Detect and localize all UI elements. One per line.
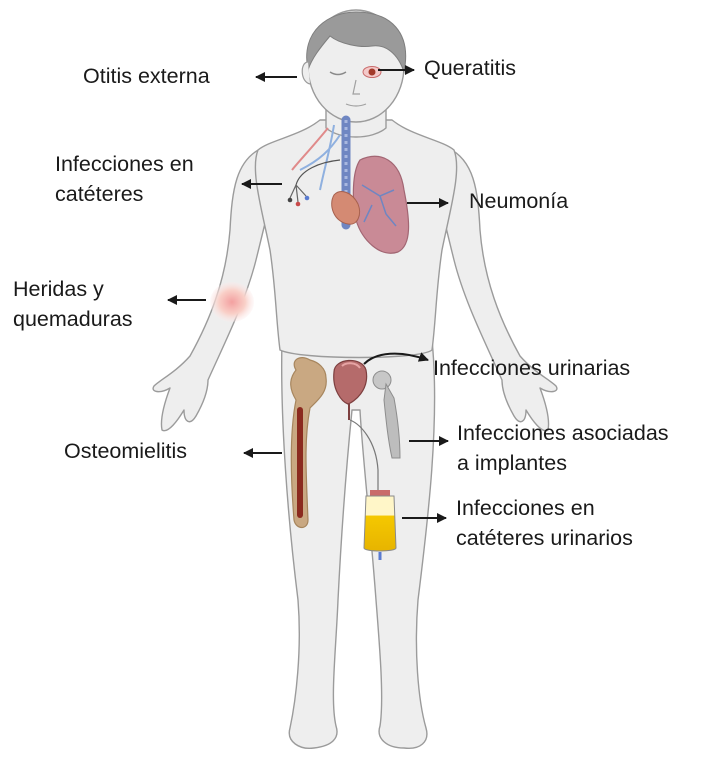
label-neumonia: Neumonía [469, 186, 568, 216]
wound [210, 282, 254, 322]
label-cateteres-urinarios-2: catéteres urinarios [456, 523, 633, 553]
label-queratitis: Queratitis [424, 53, 516, 83]
label-infecciones-urinarias: Infecciones urinarias [433, 353, 630, 383]
label-cateteres-urinarios-1: Infecciones en [456, 493, 595, 523]
label-heridas-1: Heridas y [13, 274, 104, 304]
right-arm [153, 148, 272, 431]
urine-bag [364, 490, 396, 560]
label-implantes-2: a implantes [457, 448, 567, 478]
label-heridas-2: quemaduras [13, 304, 133, 334]
torso [255, 120, 456, 358]
label-otitis-externa: Otitis externa [83, 61, 210, 91]
label-infecciones-cateteres-2: catéteres [55, 179, 143, 209]
infected-eye [363, 67, 381, 78]
label-infecciones-cateteres-1: Infecciones en [55, 149, 194, 179]
label-osteomielitis: Osteomielitis [64, 436, 187, 466]
label-implantes-1: Infecciones asociadas [457, 418, 669, 448]
